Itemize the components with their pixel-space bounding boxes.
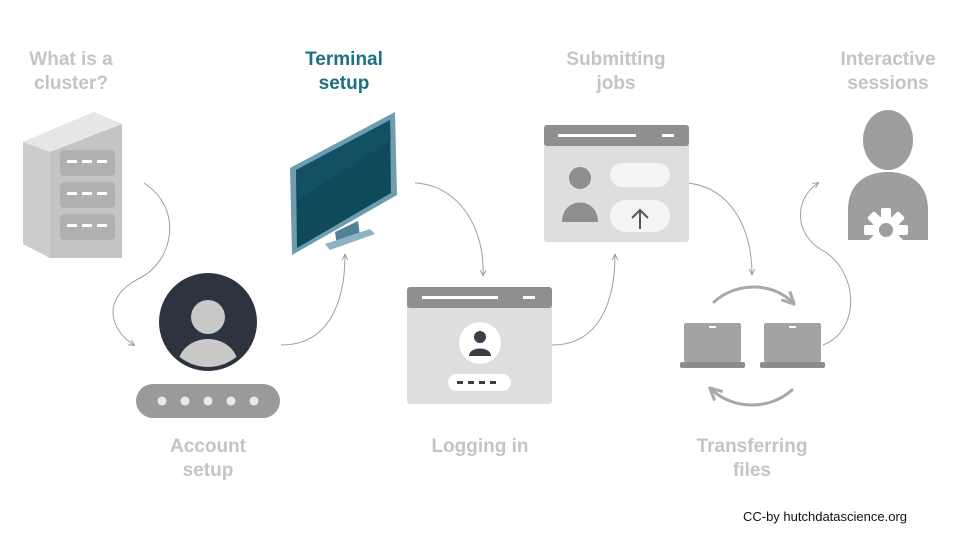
connector-arrows (112, 182, 852, 346)
step-label-interactive: Interactive sessions (840, 49, 936, 94)
arrow-login-to-submit (551, 255, 615, 346)
step-label-transfer: Transferring files (696, 436, 808, 481)
terminal-monitor-icon (290, 112, 397, 255)
user-gear-icon (848, 110, 928, 252)
arrow-terminal-to-login (414, 182, 483, 275)
step-label-login: Logging in (431, 436, 529, 457)
submit-window-icon (544, 125, 689, 242)
file-transfer-icon (680, 285, 825, 407)
credit-text: CC-by hutchdatascience.org (742, 509, 907, 524)
account-avatar-icon (159, 273, 257, 371)
arrow-transfer-to-interactive (800, 183, 852, 346)
arrow-cluster-to-account (112, 182, 171, 345)
password-field-icon (136, 384, 280, 418)
arrow-account-to-terminal (280, 255, 345, 346)
step-label-cluster: What is a cluster? (29, 49, 113, 94)
step-label-account: Account setup (170, 436, 246, 481)
step-label-terminal: Terminal setup (305, 49, 383, 94)
arrow-submit-to-transfer (687, 182, 752, 274)
step-label-submit: Submitting jobs (566, 49, 666, 94)
login-window-icon (407, 287, 552, 404)
server-rack-icon (23, 112, 122, 258)
